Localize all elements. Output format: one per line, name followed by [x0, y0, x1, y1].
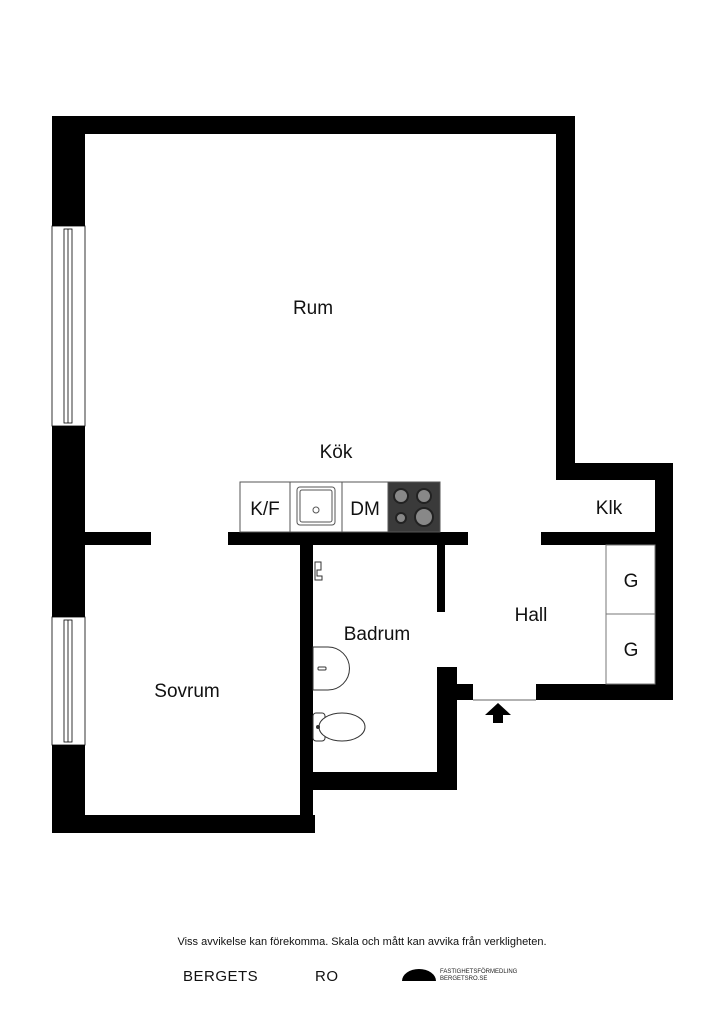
- room-label-kok: Kök: [320, 442, 353, 463]
- logo-dome-icon: [402, 969, 436, 981]
- room-label-sovrum: Sovrum: [154, 681, 219, 702]
- dishwasher: [341, 481, 389, 533]
- shower-valve-icon: [314, 561, 323, 581]
- walls: [52, 116, 673, 833]
- logo-bergets: BERGETS: [183, 968, 259, 985]
- logo-ro: RO: [315, 968, 339, 985]
- stove-burners-icon: [393, 488, 434, 527]
- washbasin-icon: [312, 646, 350, 691]
- fridge-freezer-label: K/F: [250, 499, 280, 520]
- logo-website: BERGETSRO.SE: [440, 976, 488, 982]
- room-label-klk: Klk: [596, 498, 623, 519]
- entrance-arrow-icon: [485, 703, 511, 723]
- room-label-badrum: Badrum: [344, 624, 411, 645]
- disclaimer: Viss avvikelse kan förekomma. Skala och …: [177, 936, 547, 948]
- window: [51, 225, 86, 427]
- room-label-hall: Hall: [515, 605, 548, 626]
- wardrobe-label: G: [624, 640, 639, 661]
- stove: [387, 481, 441, 533]
- wardrobe-label: G: [624, 571, 639, 592]
- wardrobes: [605, 544, 656, 685]
- bathroom-fixtures: [312, 561, 366, 742]
- room-label-rum: Rum: [293, 298, 333, 319]
- logo-tagline: FASTIGHETSFÖRMEDLING: [440, 969, 518, 975]
- window: [51, 616, 86, 746]
- dishwasher-label: DM: [350, 499, 380, 520]
